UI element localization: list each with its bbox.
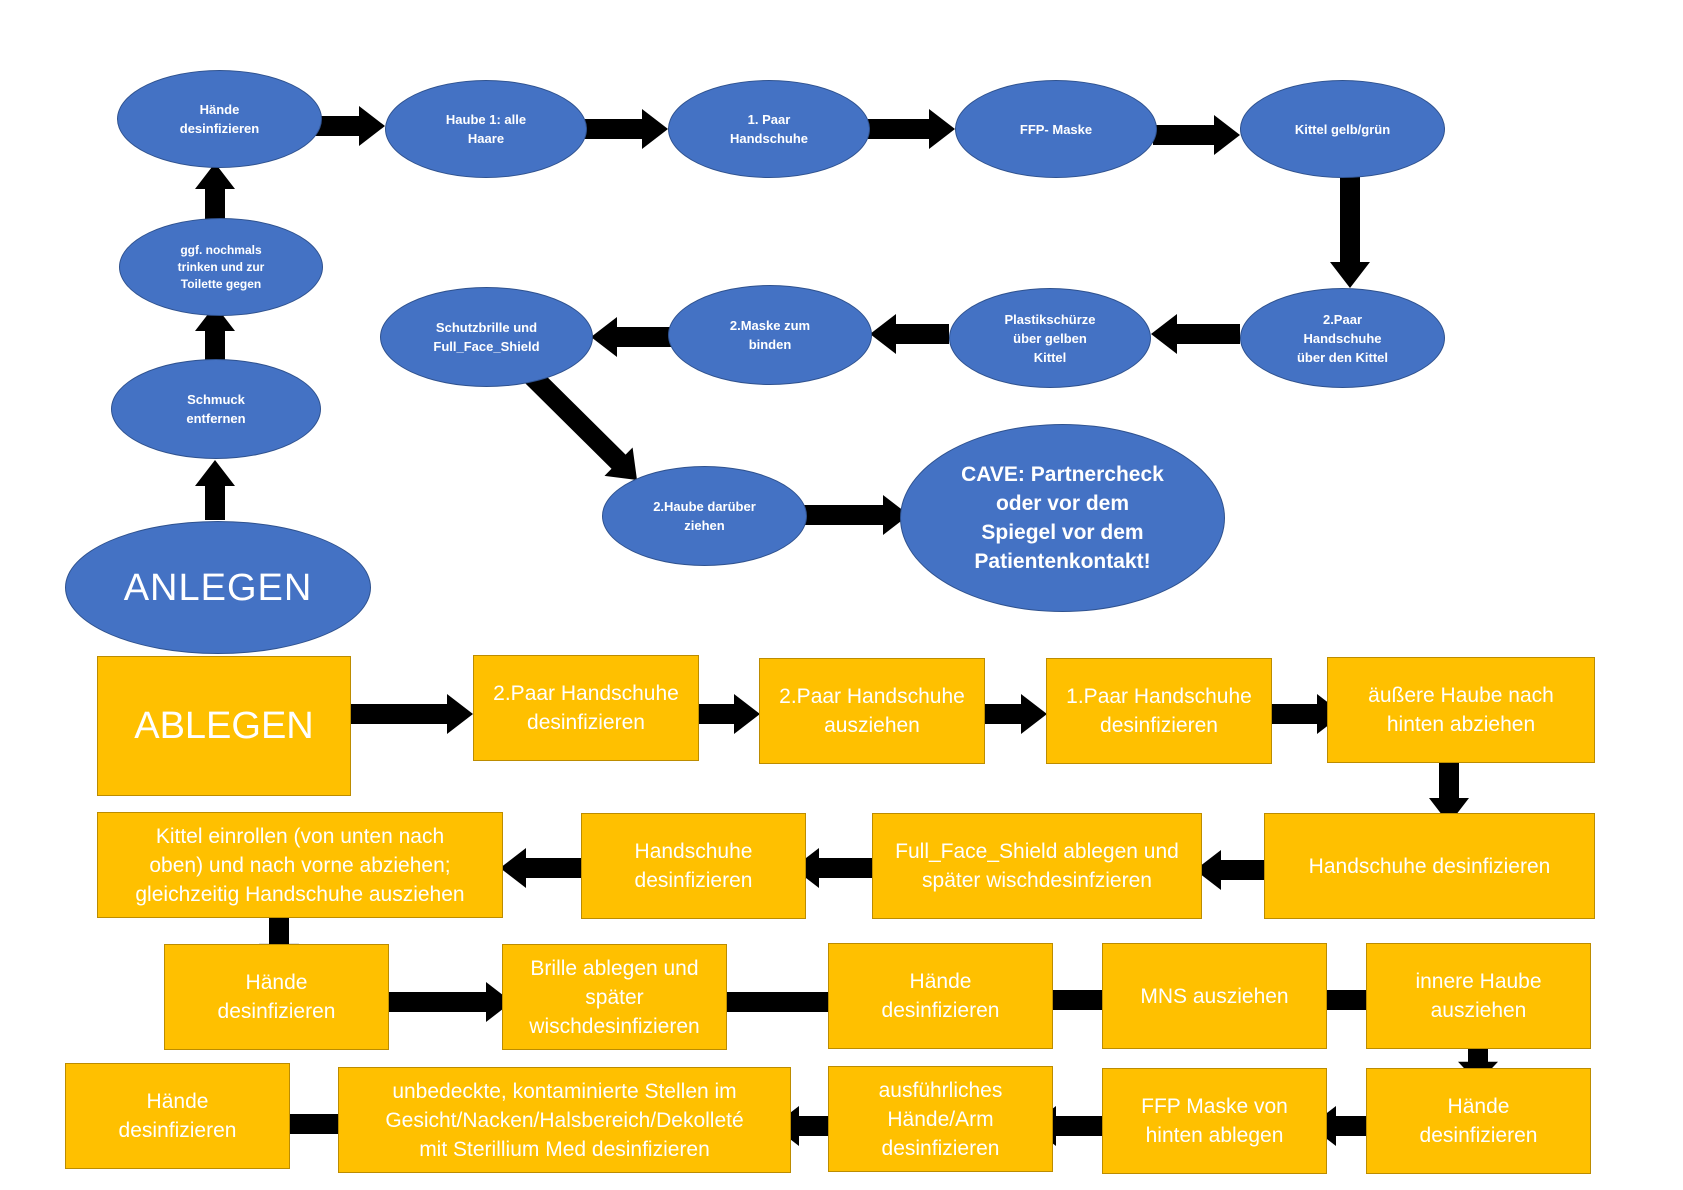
anlegen-step-2-paar-handschuhe: 2.Paar Handschuhe über den Kittel: [1240, 288, 1445, 388]
arrow-haube-to-handschuhe: [580, 109, 668, 149]
arrow-ablegen-to-step1: [340, 694, 473, 734]
ablegen-step-haende-desinfizieren-4: Hände desinfizieren: [65, 1063, 290, 1169]
arrow-2-paar-to-schuerze: [1151, 314, 1240, 354]
ablegen-step-unbedeckte-stellen: unbedeckte, kontaminierte Stellen im Ges…: [338, 1067, 791, 1173]
arrow-step7-to-step8: [500, 848, 588, 888]
anlegen-step-schutzbrille: Schutzbrille und Full_Face_Shield: [380, 287, 593, 387]
arrow-step3-to-step4: [1260, 694, 1343, 734]
arrow-step6-to-step7: [793, 848, 877, 888]
arrow-step9-to-step10: [380, 982, 512, 1022]
ablegen-step-mns-ausziehen: MNS ausziehen: [1102, 943, 1327, 1049]
arrow-haende-to-haube: [312, 106, 385, 146]
ablegen-step-innere-haube: innere Haube ausziehen: [1366, 943, 1591, 1049]
anlegen-step-2-maske: 2.Maske zum binden: [668, 285, 872, 385]
ablegen-step-2-paar-handschuhe-ausziehen: 2.Paar Handschuhe ausziehen: [759, 658, 985, 764]
ablegen-step-aeussere-haube: äußere Haube nach hinten abziehen: [1327, 657, 1595, 763]
anlegen-cave-partnercheck: CAVE: Partnercheck oder vor dem Spiegel …: [900, 424, 1225, 612]
arrow-kittel-to-2-paar: [1330, 166, 1370, 288]
anlegen-step-schmuck-entfernen: Schmuck entfernen: [111, 359, 321, 459]
anlegen-step-kittel: Kittel gelb/grün: [1240, 80, 1445, 178]
anlegen-step-ffp-maske: FFP- Maske: [955, 80, 1157, 178]
anlegen-step-trinken-toilette: ggf. nochmals trinken und zur Toilette g…: [119, 218, 323, 316]
ablegen-step-1-paar-handschuhe-desinfizieren: 1.Paar Handschuhe desinfizieren: [1046, 658, 1272, 764]
anlegen-title: ANLEGEN: [65, 521, 371, 654]
ablegen-step-2-paar-handschuhe-desinfizieren: 2.Paar Handschuhe desinfizieren: [473, 655, 699, 761]
arrow-schuerze-to-maske: [870, 314, 949, 354]
arrow-handschuhe-to-ffp: [868, 109, 955, 149]
ablegen-step-handschuhe-desinfizieren-2: Handschuhe desinfizieren: [581, 813, 806, 919]
ablegen-step-handschuhe-desinfizieren-1: Handschuhe desinfizieren: [1264, 813, 1595, 919]
arrow-schutzbrille-to-haube: [518, 361, 637, 480]
arrow-trinken-to-haende: [195, 163, 235, 224]
ablegen-step-ffp-maske-ablegen: FFP Maske von hinten ablegen: [1102, 1068, 1327, 1174]
ablegen-title: ABLEGEN: [97, 656, 351, 796]
ablegen-step-haende-desinfizieren-2: Hände desinfizieren: [828, 943, 1053, 1049]
arrow-maske-to-schutzbrille: [591, 317, 677, 357]
ablegen-step-kittel-einrollen: Kittel einrollen (von unten nach oben) u…: [97, 812, 503, 918]
ablegen-step-haende-desinfizieren-1: Hände desinfizieren: [164, 944, 389, 1050]
arrow-step2-to-step3: [965, 694, 1047, 734]
ablegen-step-full-face-shield: Full_Face_Shield ablegen und später wisc…: [872, 813, 1202, 919]
arrow-step1-to-step2: [682, 694, 760, 734]
arrow-step5-to-step6: [1195, 850, 1281, 890]
arrow-step10-to-step11: [709, 982, 860, 1022]
anlegen-step-2-haube: 2.Haube darüber ziehen: [602, 466, 807, 566]
anlegen-step-plastikschuerze: Plastikschürze über gelben Kittel: [949, 288, 1151, 388]
anlegen-step-1-paar-handschuhe: 1. Paar Handschuhe: [668, 80, 870, 178]
arrow-haube-to-cave: [799, 495, 909, 535]
ablegen-step-brille-ablegen: Brille ablegen und später wischdesinfizi…: [502, 944, 727, 1050]
arrow-ffp-to-kittel: [1153, 115, 1240, 155]
ablegen-step-ausfuehrliches-desinfizieren: ausführliches Hände/Arm desinfizieren: [828, 1066, 1053, 1172]
anlegen-step-haende-desinfizieren: Hände desinfizieren: [117, 70, 322, 168]
arrow-anlegen-to-schmuck: [195, 460, 235, 520]
ablegen-step-haende-desinfizieren-3: Hände desinfizieren: [1366, 1068, 1591, 1174]
anlegen-step-haube-1: Haube 1: alle Haare: [385, 80, 587, 178]
